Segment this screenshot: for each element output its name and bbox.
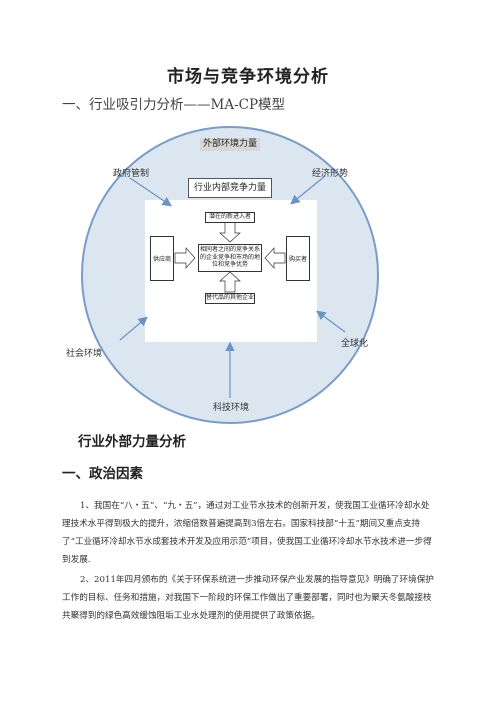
politics-heading: 一、政治因素 [62,466,143,482]
internal-forces-box: 行业内部竞争力量 [188,178,272,198]
government-label: 政府管制 [113,169,150,179]
paragraph-2: 2、2011年四月颁布的《关于环保系统进一步推动环保产业发展的指导意见》明确了环… [62,575,434,621]
buyers-box: 购买者 [286,236,310,281]
society-arrow [119,316,148,341]
economy-arrow [290,175,326,205]
rivalry-box: 相同者之间的竞争关系的企业竞争和市场的地位和竞争优势 [198,244,262,272]
external-forces-label: 外部环境力量 [200,138,260,151]
entrants-box: 潜在的新进入者 [205,212,255,223]
substitutes-arrow [219,271,241,293]
page-title: 市场与竞争环境分析 [167,67,329,87]
suppliers-box: 供应商 [150,236,174,281]
globalization-label: 全球化 [341,339,369,349]
buyers-arrow [264,247,286,269]
society-label: 社会环境 [66,349,103,359]
paragraph-1: 1、我国在“八・五”、“九・五”，通过对工业节水技术的创新开发，使我国工业循环冷… [62,501,432,565]
suppliers-arrow [174,247,196,269]
government-arrow [129,177,172,207]
external-forces-heading: 行业外部力量分析 [78,434,186,450]
section-subtitle: 一、行业吸引力分析——MA-CP模型 [62,97,286,113]
globalization-arrow [316,310,346,333]
substitutes-box: 替代品的其他企业 [205,293,255,304]
technology-label: 科技环境 [213,403,250,413]
economy-label: 经济形势 [312,169,349,179]
entrants-arrow [219,221,241,243]
